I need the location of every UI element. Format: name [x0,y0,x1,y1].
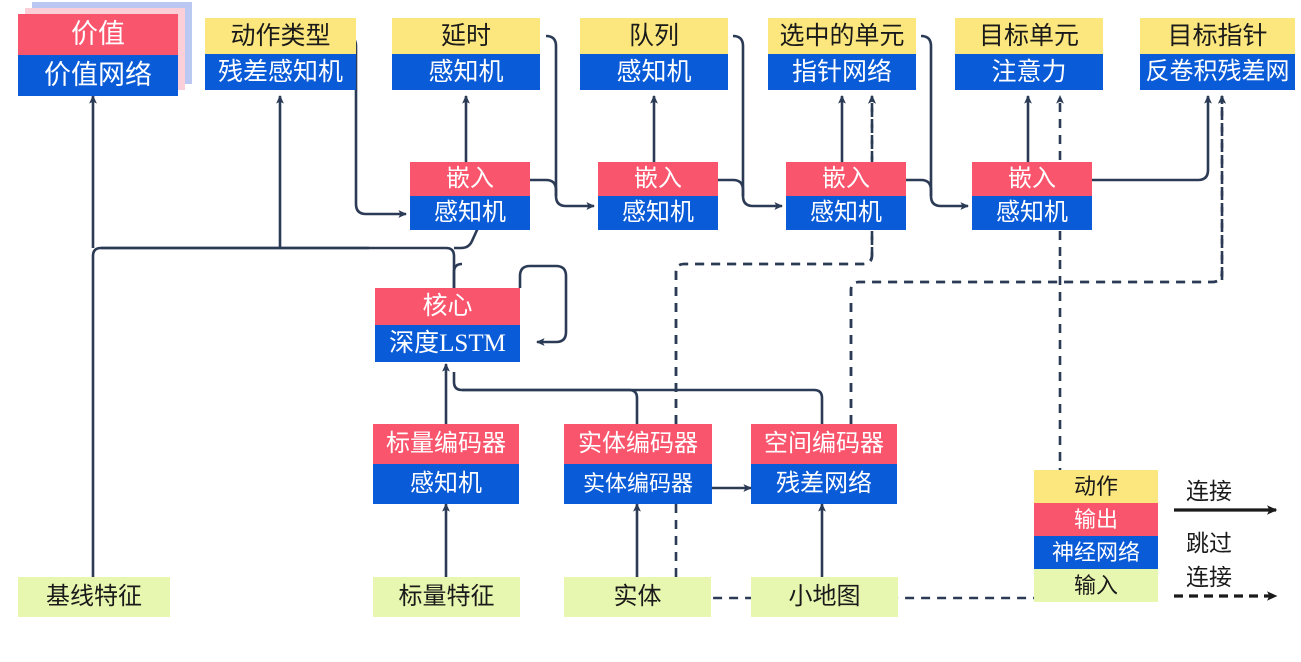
selected-units-label: 选中的单元 [768,18,916,54]
embed-1-label: 嵌入 [410,162,530,196]
selected-units-network-label: 指针网络 [768,54,916,90]
node-scalar-encoder[interactable]: 标量编码器 感知机 [373,424,519,504]
entity-encoder-label: 实体编码器 [564,424,712,464]
skip-path-entity-upper [674,255,874,424]
node-core[interactable]: 核心 深度LSTM [375,288,520,362]
target-point-label: 目标指针 [1140,18,1295,54]
legend-skip-label-line1: 跳过 [1186,531,1232,556]
value-output-label: 价值 [18,14,178,55]
core-network-label: 深度LSTM [375,325,520,362]
delay-label: 延时 [392,18,540,54]
legend: 动作 输出 神经网络 输入 连接 跳过 连接 [1034,470,1296,615]
node-target-unit[interactable]: 目标单元 注意力 [955,18,1103,90]
input-baseline-features[interactable]: 基线特征 [18,577,170,617]
action-type-label: 动作类型 [205,18,356,54]
embed-2-network-label: 感知机 [598,196,718,230]
spatial-encoder-network-label: 残差网络 [751,464,897,504]
wire-core-recurrent-loop [518,264,568,346]
node-action-type[interactable]: 动作类型 残差感知机 [205,18,356,90]
wire-baseline-features-to-bus [91,246,369,577]
target-unit-network-label: 注意力 [955,54,1103,90]
node-embed-3[interactable]: 嵌入 感知机 [786,162,906,230]
queue-network-label: 感知机 [580,54,728,90]
embed-4-network-label: 感知机 [972,196,1092,230]
wire-embed3-out-right [906,178,933,196]
node-embed-2[interactable]: 嵌入 感知机 [598,162,718,230]
node-target-point[interactable]: 目标指针 反卷积残差网 [1140,18,1295,90]
wire-embed2-out-right [718,178,745,196]
embed-3-label: 嵌入 [786,162,906,196]
embed-4-label: 嵌入 [972,162,1092,196]
node-queue[interactable]: 队列 感知机 [580,18,728,90]
node-embed-1[interactable]: 嵌入 感知机 [410,162,530,230]
legend-swatch-input: 输入 [1034,569,1158,602]
legend-skip-label-line2: 连接 [1186,565,1232,590]
input-minimap[interactable]: 小地图 [751,577,898,617]
target-unit-label: 目标单元 [955,18,1103,54]
wire-core-bus-riser [452,372,463,392]
legend-edge-samples [1174,505,1278,601]
input-entities[interactable]: 实体 [564,577,711,617]
node-spatial-encoder[interactable]: 空间编码器 残差网络 [751,424,897,504]
queue-label: 队列 [580,18,728,54]
node-value[interactable]: 价值 价值网络 [18,2,192,96]
delay-network-label: 感知机 [392,54,540,90]
target-point-network-label: 反卷积残差网 [1140,54,1295,90]
value-network-label: 价值网络 [18,55,178,96]
wire-core-out-riser [101,246,456,288]
wire-entity-encoder-to-core-bus [462,388,639,424]
node-selected-units[interactable]: 选中的单元 指针网络 [768,18,916,90]
legend-swatch-output: 输出 [1034,503,1158,536]
legend-connection-label: 连接 [1186,479,1232,504]
embed-3-network-label: 感知机 [786,196,906,230]
input-scalar-features[interactable]: 标量特征 [373,577,520,617]
scalar-encoder-network-label: 感知机 [373,464,519,504]
action-type-network-label: 残差感知机 [205,54,356,90]
core-label: 核心 [375,288,520,325]
skip-path-spatial [849,270,1224,424]
embed-2-label: 嵌入 [598,162,718,196]
scalar-encoder-label: 标量编码器 [373,424,519,464]
legend-swatch-network: 神经网络 [1034,536,1158,569]
node-entity-encoder[interactable]: 实体编码器 实体编码器 [564,424,712,504]
wire-spatial-encoder-to-core-bus [462,388,824,424]
embed-1-network-label: 感知机 [410,196,530,230]
entity-encoder-network-label: 实体编码器 [564,464,712,504]
spatial-encoder-label: 空间编码器 [751,424,897,464]
node-embed-4[interactable]: 嵌入 感知机 [972,162,1092,230]
legend-swatch-action: 动作 [1034,470,1158,503]
wire-embed1-out-right [530,178,558,196]
node-delay[interactable]: 延时 感知机 [392,18,540,90]
wire-embed4-to-target-point [1092,94,1212,182]
skip-spatial-encoder-to-target-point [849,94,1226,424]
